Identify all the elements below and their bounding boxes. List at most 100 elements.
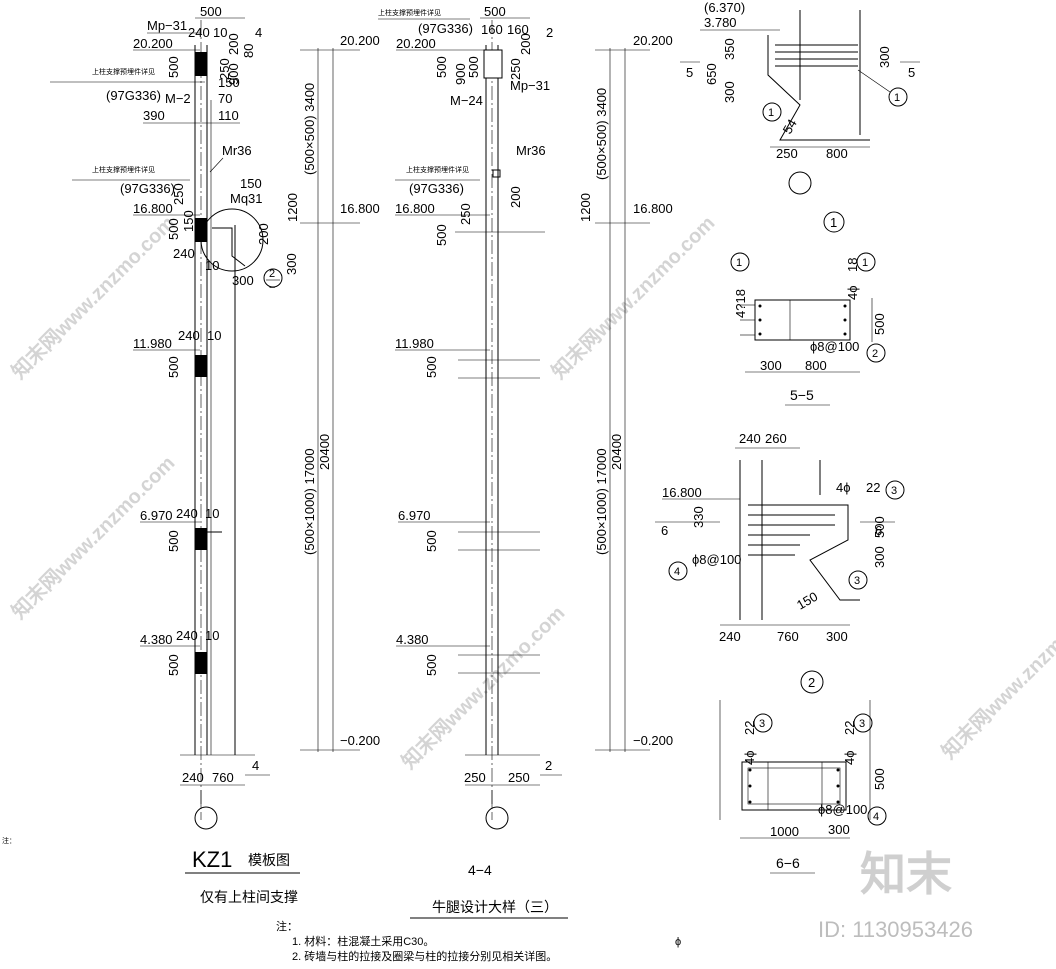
dim-240-e3: 240 <box>178 328 200 343</box>
std-ref-1: (97G336) <box>106 88 161 103</box>
dim-500-d2: 500 <box>872 516 887 538</box>
elev-e4-left: 6.970 <box>140 508 173 523</box>
embedded-plate-e5 <box>195 652 207 674</box>
dim-240-bottom: 240 <box>182 770 204 785</box>
std-ref-44b: (97G336) <box>409 181 464 196</box>
dim-900-v: 900 <box>226 63 241 85</box>
elev-top-right1: 20.200 <box>340 33 380 48</box>
title-kz1-sub: 仅有上柱间支撑 <box>200 889 298 905</box>
dim-10-mid: 10 <box>205 258 219 273</box>
elev-mid-44: 16.800 <box>395 201 435 216</box>
dim-10-e4: 10 <box>205 506 219 521</box>
note-support-44a: 上柱支撑预埋件详见 <box>378 8 441 17</box>
dim-500-44-e3: 500 <box>424 356 439 378</box>
dim-17000-left: (500×1000) 17000 <box>302 448 317 555</box>
dim-1200-left: 1200 <box>285 193 300 222</box>
detail-ref-circle-2 <box>263 268 283 288</box>
detail-2-title-circle <box>800 670 824 694</box>
dim-800-d1: 800 <box>826 146 848 161</box>
elev-top-right2: 20.200 <box>633 33 673 48</box>
dim-240-mid: 240 <box>173 246 195 261</box>
detail-ref-2-num: 2 <box>269 268 275 280</box>
elev-mid-right2: 16.800 <box>633 201 673 216</box>
std-ref-44a: (97G336) <box>418 21 473 36</box>
bar-4phi18: 4?18 <box>733 289 748 318</box>
elev-e5-left: 4.380 <box>140 632 173 647</box>
detail-1-title-circle <box>823 211 845 233</box>
dim-390: 390 <box>143 108 165 123</box>
dim-500-top: 500 <box>200 4 222 19</box>
elev-top-44: 20.200 <box>396 36 436 51</box>
mark-1-d1b: 1 <box>894 92 900 104</box>
dim-900-44: 900 <box>453 63 468 85</box>
dim-80-v: 80 <box>241 44 256 58</box>
dim-500-e5: 500 <box>166 654 181 676</box>
mark-2-55: 2 <box>872 348 878 360</box>
mark-1-55a: 1 <box>736 257 742 269</box>
dim-18-55: 18 <box>845 258 860 272</box>
dim-650: 650 <box>704 63 719 85</box>
kz1-elevation: 500 240 10 4 Mp−31 20.200 200 80 250 900… <box>50 4 380 830</box>
dim-500-44-e4: 500 <box>424 530 439 552</box>
dim-150-v2: 150 <box>181 210 196 232</box>
embedded-plate-e4 <box>195 528 207 550</box>
dim-300-66: 300 <box>828 822 850 837</box>
watermark-brand: 知末 <box>860 848 952 900</box>
dim-500-mid-v: 500 <box>166 218 181 240</box>
note-1: 1. 材料：柱混凝土采用C30。 <box>292 936 435 948</box>
watermark-id: ID: 1130953426 <box>818 917 973 942</box>
label-m2: M−2 <box>165 91 191 106</box>
bar-4phi-55: 4ϕ <box>845 285 860 300</box>
mark-3-66a: 3 <box>759 718 765 730</box>
note-tiny-1: 注： <box>2 836 16 845</box>
note-2: 2. 砖墙与柱的拉接及圈梁与柱的拉接分别见相关详图。 <box>292 951 558 963</box>
bar-4phi-d2: 4ϕ <box>836 480 851 495</box>
title-44-sub: 牛腿设计大样（三） <box>432 899 558 915</box>
watermark-site-5: 知末网www.znzmo.com <box>937 591 1056 764</box>
dim-20400-left: 20400 <box>317 434 332 470</box>
bar-4phi-66b: 4ϕ <box>842 750 857 765</box>
dim-10-e5: 10 <box>205 628 219 643</box>
stirrup-55: ϕ8@100 <box>810 339 859 354</box>
section-4-4: 500 上柱支撑预埋件详见 (97G336) 160 160 2 20.200 … <box>378 4 673 830</box>
dim-200-mid: 200 <box>256 223 271 245</box>
dim-300-d1: 300 <box>722 81 737 103</box>
detail-1: (6.370) 3.780 5 5 350 650 300 300 1 1 54… <box>680 0 920 233</box>
note-support-2: 上柱支撑预埋件详见 <box>92 165 155 174</box>
dim-500-44-v2: 500 <box>434 56 449 78</box>
label-mr36-mid: Mr36 <box>516 143 546 158</box>
axis-bubble-left <box>194 806 218 830</box>
dim-260-d2: 260 <box>765 431 787 446</box>
elev-e3-left: 11.980 <box>133 336 172 351</box>
dim-200-v: 200 <box>226 33 241 55</box>
dim-10-top: 10 <box>213 25 227 40</box>
titles: KZ1 模板图 仅有上柱间支撑 4−4 牛腿设计大样（三） 注： ϕ <box>2 836 681 948</box>
mark-4-66: 4 <box>873 811 879 823</box>
title-kz1: KZ1 <box>192 847 232 872</box>
detail-1-title: 1 <box>830 215 837 230</box>
embedded-plate-mid <box>195 218 207 242</box>
detail-2-title: 2 <box>808 675 815 690</box>
elev-cap-top: (6.370) <box>704 0 745 15</box>
elev-top-left: 20.200 <box>133 36 173 51</box>
dim-250-44b: 250 <box>458 203 473 225</box>
dim-500-66: 500 <box>872 768 887 790</box>
label-mp31-left: Mp−31 <box>147 18 187 33</box>
elev-mid-right1: 16.800 <box>340 201 380 216</box>
dim-300-d2b: 300 <box>826 629 848 644</box>
dim-6-left: 6 <box>661 523 668 538</box>
dim-250-44: 250 <box>508 58 523 80</box>
dim-160-b: 160 <box>507 22 529 37</box>
elev-e5-44: 4.380 <box>396 632 429 647</box>
dim-500-44-v: 500 <box>466 56 481 78</box>
dim-500-44-mid: 500 <box>434 224 449 246</box>
detail-2: 240 260 16.800 6 6 330 500 300 4ϕ 22 3 4… <box>655 431 905 694</box>
title-kz1-suffix: 模板图 <box>248 852 290 868</box>
dim-5-right: 5 <box>908 65 915 80</box>
stirrup-66: ϕ8@100 <box>818 802 867 817</box>
notes-block: 注： 1. 材料：柱混凝土采用C30。 2. 砖墙与柱的拉接及圈梁与柱的拉接分别… <box>276 920 557 965</box>
detail-bubble <box>200 208 264 272</box>
dim-300-55: 300 <box>760 358 782 373</box>
dim-110: 110 <box>218 108 239 123</box>
